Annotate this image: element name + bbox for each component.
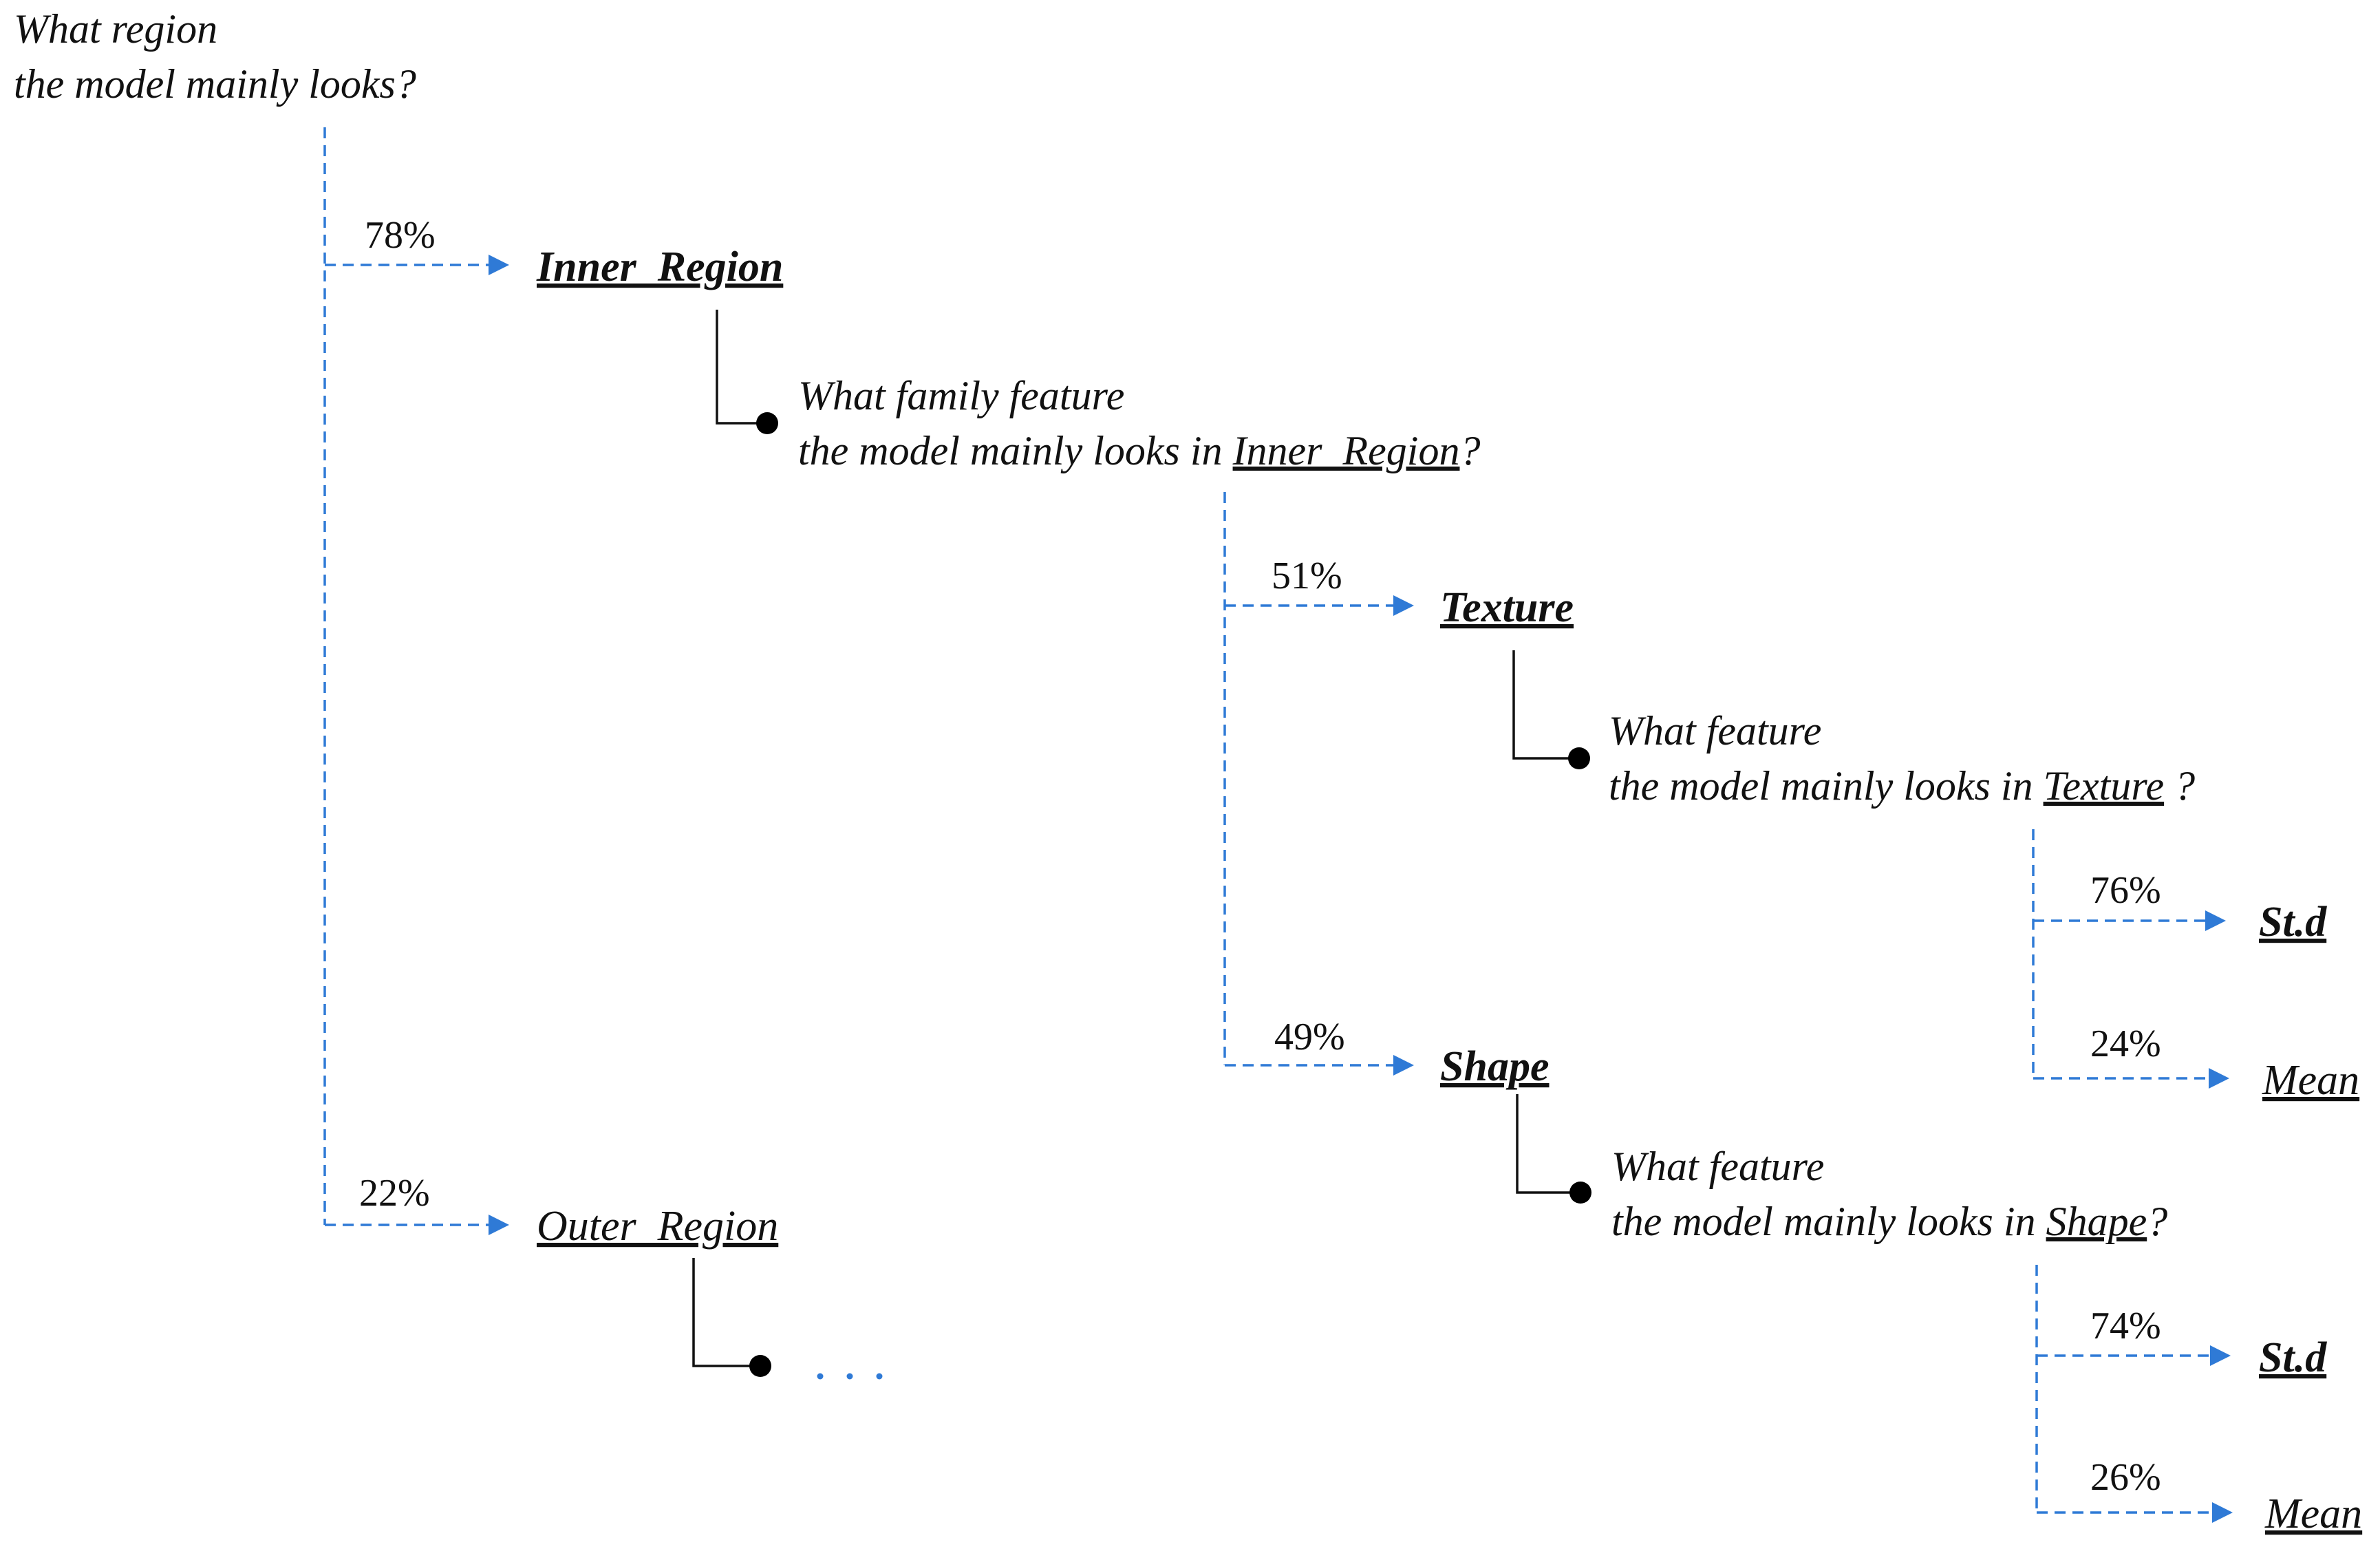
texture-std-arrow-icon [2205,910,2226,931]
outer-region-percent: 22% [359,1172,430,1215]
texture-question-line2: the model mainly looks in Texture ? [1609,763,2195,809]
texture-dot [1568,747,1590,769]
shape-mean-node: Mean [2264,1491,2362,1537]
inner-branch-arrow-icon [489,255,509,275]
root-question-line1: What region [14,6,217,52]
shape-question-line1: What feature [1611,1144,1824,1189]
outer-region-stem [692,1258,760,1367]
outer-branch-arrow-icon [489,1215,509,1235]
texture-branch-arrow-icon [1393,595,1414,616]
inner-region-percent: 78% [365,214,436,257]
texture-stem [1512,650,1579,760]
family-question-line2: the model mainly looks in Inner_Region? [798,428,1480,473]
shape-std-percent: 74% [2090,1305,2161,1347]
texture-percent: 51% [1272,555,1342,597]
outer-region-dot [749,1355,771,1377]
inner-region-dot [756,412,778,434]
shape-mean-arrow-icon [2212,1502,2233,1523]
texture-question-line1: What feature [1609,708,1821,754]
inner-region-stem [716,310,767,425]
root-question-line2: the model mainly looks? [14,61,416,107]
shape-stem [1516,1094,1580,1194]
texture-std-node: St.d [2259,899,2327,946]
outer-region-node: Outer_Region [537,1203,778,1250]
family-question-line1: What family feature [798,373,1124,418]
texture-mean-arrow-icon [2209,1068,2229,1089]
texture-mean-percent: 24% [2090,1023,2161,1065]
shape-percent: 49% [1274,1016,1345,1058]
texture-mean-node: Mean [2262,1057,2359,1104]
outer-region-continuation: ... [0,0,1,1]
shape-mean-percent: 26% [2090,1456,2161,1499]
inner-region-node: Inner_Region [536,244,783,290]
texture-std-percent: 76% [2090,869,2161,912]
shape-std-node: St.d [2259,1334,2327,1381]
shape-node: Shape [1440,1043,1549,1090]
shape-std-arrow-icon [2210,1345,2231,1366]
ellipsis-dot-1 [817,1373,824,1380]
texture-node: Texture [1440,584,1574,631]
shape-dot [1569,1182,1591,1204]
ellipsis-dot-3 [876,1373,883,1380]
ellipsis-dot-2 [846,1373,853,1380]
shape-question-line2: the model mainly looks in Shape? [1611,1199,2167,1244]
shape-branch-arrow-icon [1393,1055,1414,1076]
